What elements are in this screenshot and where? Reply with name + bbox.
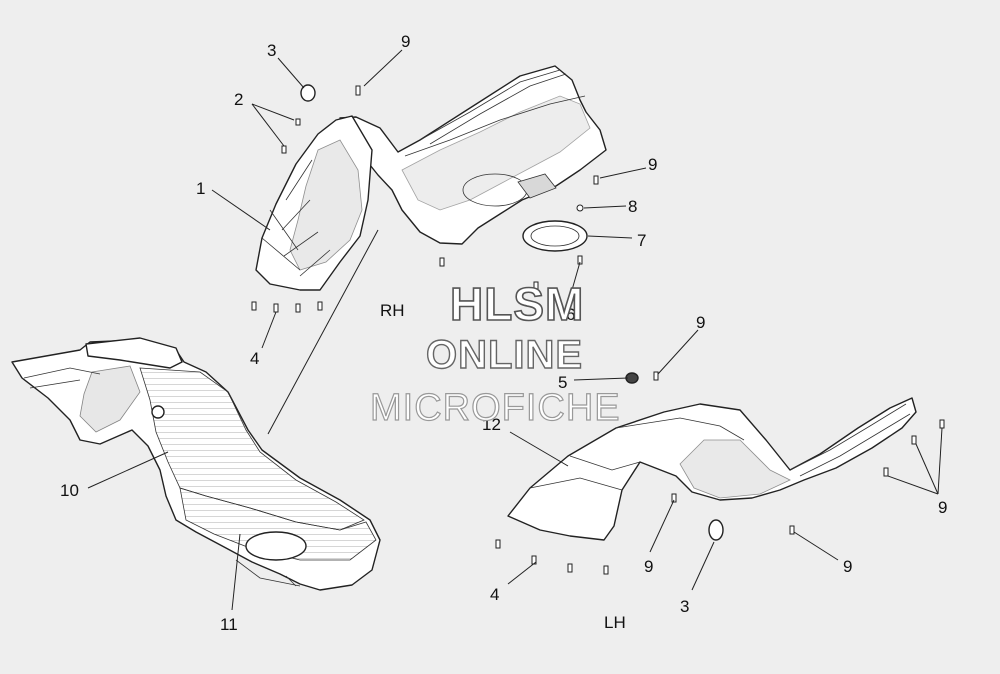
push-rivet — [653, 371, 659, 381]
push-rivet — [593, 175, 599, 185]
watermark-line-1: HLSM — [450, 278, 584, 330]
push-rivet — [317, 301, 323, 311]
push-rivet — [577, 255, 583, 265]
watermark-line-3: MICROFICHE — [370, 387, 621, 429]
push-rivet — [295, 118, 301, 126]
callout-9: 9 — [696, 313, 705, 332]
callout-11: 11 — [220, 615, 238, 634]
callout-9: 9 — [938, 498, 947, 517]
callout-12: 12 — [482, 415, 501, 434]
floor-assembly — [11, 337, 381, 611]
rh-fender-assembly — [255, 65, 607, 435]
callout-3: 3 — [680, 597, 689, 616]
lh-label: LH — [604, 613, 626, 632]
callout-9: 9 — [644, 557, 653, 576]
callout-9: 9 — [648, 155, 657, 174]
callout-1: 1 — [196, 179, 205, 198]
lh-fender-assembly — [507, 397, 917, 541]
fasteners — [251, 84, 945, 575]
push-rivet — [789, 525, 795, 535]
leader-lines — [211, 49, 943, 591]
push-rivet — [295, 303, 301, 313]
callout-7: 7 — [637, 231, 646, 250]
callout-labels: 9 3 2 1 9 8 7 6 4 10 11 9 5 12 9 9 9 4 3 — [60, 32, 947, 634]
watermark-line-2: ONLINE — [426, 333, 583, 377]
push-rivet — [883, 467, 889, 477]
callout-10: 10 — [60, 481, 79, 500]
callout-5: 5 — [558, 373, 567, 392]
washer-8 — [576, 204, 584, 212]
callout-3: 3 — [267, 41, 276, 60]
rh-label: RH — [380, 301, 405, 320]
grommet-3-rh — [300, 84, 316, 102]
push-rivet — [911, 435, 917, 445]
callout-9: 9 — [843, 557, 852, 576]
push-rivet — [355, 85, 361, 96]
push-rivet — [495, 539, 501, 549]
callout-9: 9 — [401, 32, 410, 51]
push-rivet — [567, 563, 573, 573]
push-rivet — [439, 257, 445, 267]
push-rivet — [273, 303, 279, 313]
push-rivet — [533, 281, 539, 291]
push-rivet — [251, 301, 257, 311]
callout-8: 8 — [628, 197, 637, 216]
callout-2: 2 — [234, 90, 243, 109]
watermark: HLSM ONLINE MICROFICHE — [369, 277, 621, 429]
callout-6: 6 — [566, 305, 575, 324]
push-rivet — [281, 145, 287, 154]
push-rivet — [939, 419, 945, 429]
callout-4: 4 — [490, 585, 499, 604]
push-rivet — [671, 493, 677, 503]
push-rivet — [603, 565, 609, 575]
callout-4: 4 — [250, 349, 259, 368]
speaker-ring-7 — [522, 220, 588, 252]
